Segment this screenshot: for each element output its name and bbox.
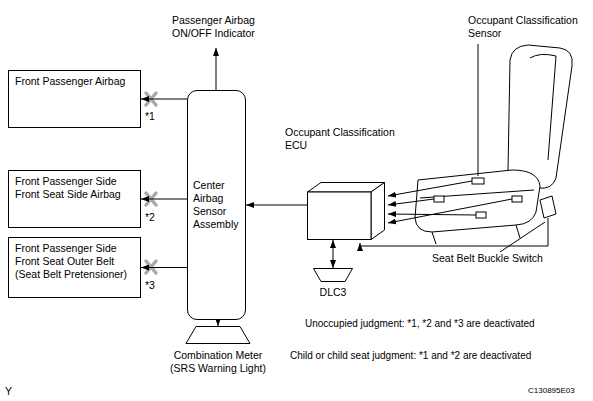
- part-label: Seat Belt Buckle Switch: [432, 252, 543, 265]
- signal-arrow: [141, 199, 187, 200]
- leader-line: [478, 44, 479, 176]
- node-text: Front Passenger Side Front Seat Side Air…: [15, 175, 134, 201]
- ecu-box: Occupant Classification ECU: [307, 182, 385, 240]
- node-text: Combination Meter (SRS Warning Light): [168, 349, 268, 375]
- note-text: Child or child seat judgment: *1 and *2 …: [290, 350, 531, 363]
- signal-arrow: [218, 320, 219, 326]
- node-text: Center Airbag Sensor Assembly: [193, 179, 240, 232]
- node-text: Occupant Classification ECU: [285, 126, 409, 152]
- indicator-label: Passenger Airbag ON/OFF Indicator: [172, 14, 276, 40]
- sensor-wires: [360, 181, 548, 246]
- part-label: Occupant Classification Sensor: [468, 14, 588, 40]
- connector-symbol: DLC3: [313, 268, 353, 282]
- meter-outline: [163, 326, 273, 344]
- node-text: Front Passenger Airbag: [15, 75, 134, 88]
- deactivation-cross: [146, 93, 156, 273]
- callout-number: *3: [145, 279, 155, 292]
- figure-letter: Y: [5, 385, 12, 398]
- signal-arrow: [333, 240, 334, 268]
- callout-number: *2: [145, 211, 155, 224]
- signal-arrow: [141, 267, 187, 268]
- callout-number: *1: [145, 110, 155, 123]
- component-box: Front Passenger Side Front Seat Side Air…: [8, 170, 141, 228]
- sensor-assembly-box: Center Airbag Sensor Assembly: [187, 90, 246, 320]
- signal-arrow: [141, 99, 187, 100]
- component-box: Front Passenger Side Front Seat Outer Be…: [8, 237, 141, 298]
- indicator-arrow: [216, 48, 217, 90]
- node-text: Front Passenger Side Front Seat Outer Be…: [15, 242, 134, 281]
- component-box: Front Passenger Airbag: [8, 70, 141, 128]
- signal-arrow: [246, 205, 307, 206]
- leader-line: [500, 222, 545, 252]
- ecu-outline: [307, 182, 385, 240]
- figure-code: C130895E03: [528, 386, 575, 396]
- note-text: Unoccupied judgment: *1, *2 and *3 are d…: [305, 318, 535, 331]
- node-text: DLC3: [313, 286, 353, 299]
- meter-symbol: Combination Meter (SRS Warning Light): [163, 326, 273, 344]
- dlc-outline: [313, 268, 353, 282]
